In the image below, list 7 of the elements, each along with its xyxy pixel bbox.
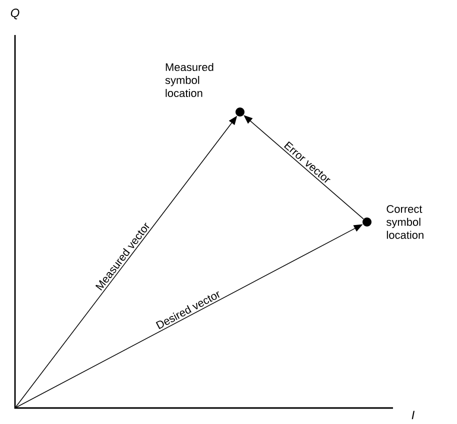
point-label: Correct symbol location <box>386 205 424 239</box>
point-marker <box>362 218 372 226</box>
axis-label: Q <box>10 8 20 20</box>
point-label: Measured symbol location <box>165 62 214 98</box>
arrow <box>244 115 364 220</box>
point-marker <box>236 108 244 116</box>
axis-label: I <box>412 410 415 420</box>
